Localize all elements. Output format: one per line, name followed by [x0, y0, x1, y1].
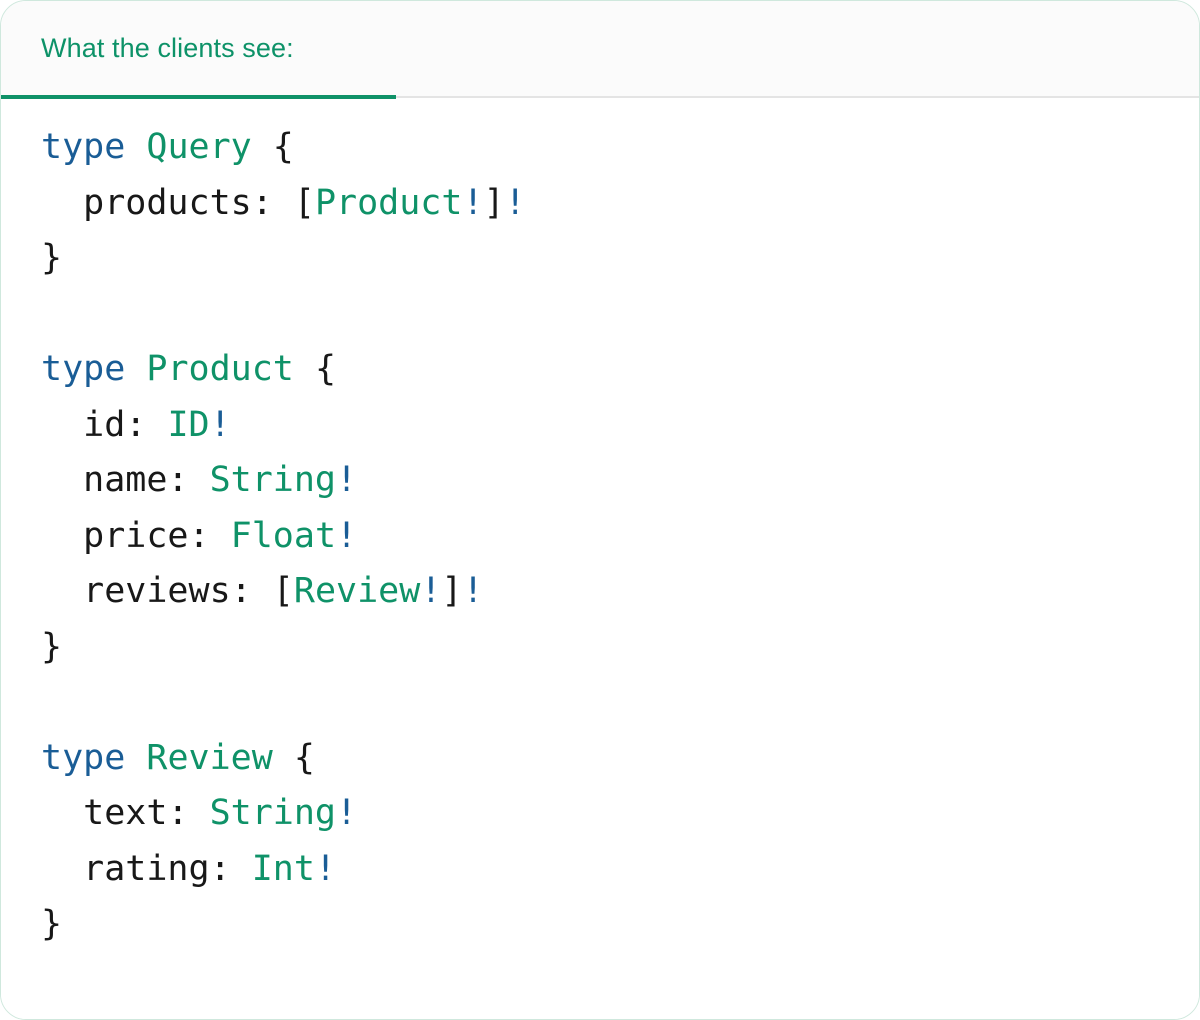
code-token-text: id:: [41, 404, 168, 445]
code-token-bang: !: [420, 571, 442, 611]
code-token-bang: !: [209, 404, 231, 445]
code-panel: type Query { products: [Product!]!} type…: [1, 98, 1199, 1019]
tab-what-the-clients-see[interactable]: What the clients see:: [1, 1, 396, 99]
tab-strip: What the clients see:: [1, 1, 1199, 99]
tab-active-underline: [1, 95, 396, 99]
code-line: products: [Product!]!: [41, 176, 1199, 232]
code-token-type: Query: [146, 127, 252, 167]
code-token-type: String: [209, 460, 337, 500]
code-token-text: reviews: [: [41, 571, 294, 611]
code-token-type: ID: [167, 404, 210, 445]
code-token-keyword: type: [41, 127, 126, 167]
code-token-text: }: [41, 238, 63, 278]
code-token-type: Review: [146, 737, 273, 778]
code-token-type: Product: [314, 182, 463, 223]
code-token-text: rating:: [41, 848, 252, 889]
code-line: text: String!: [41, 786, 1199, 842]
code-token-bang: !: [462, 182, 484, 223]
code-token-bang: !: [336, 793, 358, 833]
code-token-bang: !: [504, 182, 526, 223]
code-line: id: ID!: [41, 398, 1199, 454]
code-token-type: Int: [251, 848, 315, 889]
code-line: reviews: [Review!]!: [41, 564, 1199, 620]
code-token-text: [125, 349, 146, 389]
code-token-text: }: [41, 904, 63, 944]
code-token-bang: !: [314, 848, 337, 889]
code-token-bang: !: [462, 571, 484, 611]
code-token-type: Float: [230, 515, 337, 556]
code-token-keyword: type: [41, 349, 126, 389]
code-line: }: [41, 897, 1199, 953]
code-token-bang: !: [336, 515, 358, 556]
code-token-text: ]: [441, 571, 463, 611]
code-line: name: String!: [41, 453, 1199, 509]
tab-label: What the clients see:: [41, 33, 294, 63]
code-token-text: ]: [483, 182, 505, 223]
code-token-text: }: [41, 626, 63, 667]
code-token-text: {: [293, 349, 337, 389]
code-token-text: [125, 127, 146, 167]
code-line: }: [41, 620, 1199, 676]
code-line: type Product {: [41, 342, 1199, 398]
code-line: type Query {: [41, 120, 1199, 176]
code-line: [41, 675, 1199, 731]
code-token-text: {: [251, 127, 294, 167]
code-token-type: Review: [293, 571, 421, 611]
code-token-text: products: [: [41, 182, 315, 223]
code-line: }: [41, 231, 1199, 287]
code-line: rating: Int!: [41, 842, 1199, 898]
code-token-type: String: [209, 793, 337, 833]
code-token-text: name:: [41, 460, 210, 500]
code-token-text: [125, 738, 146, 778]
code-token-bang: !: [336, 460, 358, 500]
code-token-keyword: type: [41, 737, 126, 778]
code-line: [41, 287, 1199, 343]
code-line: price: Float!: [41, 509, 1199, 565]
code-token-type: Product: [146, 349, 294, 389]
code-line: type Review {: [41, 731, 1199, 787]
graphql-schema-code: type Query { products: [Product!]!} type…: [41, 120, 1199, 953]
code-token-text: {: [272, 737, 315, 778]
code-token-text: price:: [41, 515, 231, 556]
code-token-text: text:: [41, 793, 210, 833]
